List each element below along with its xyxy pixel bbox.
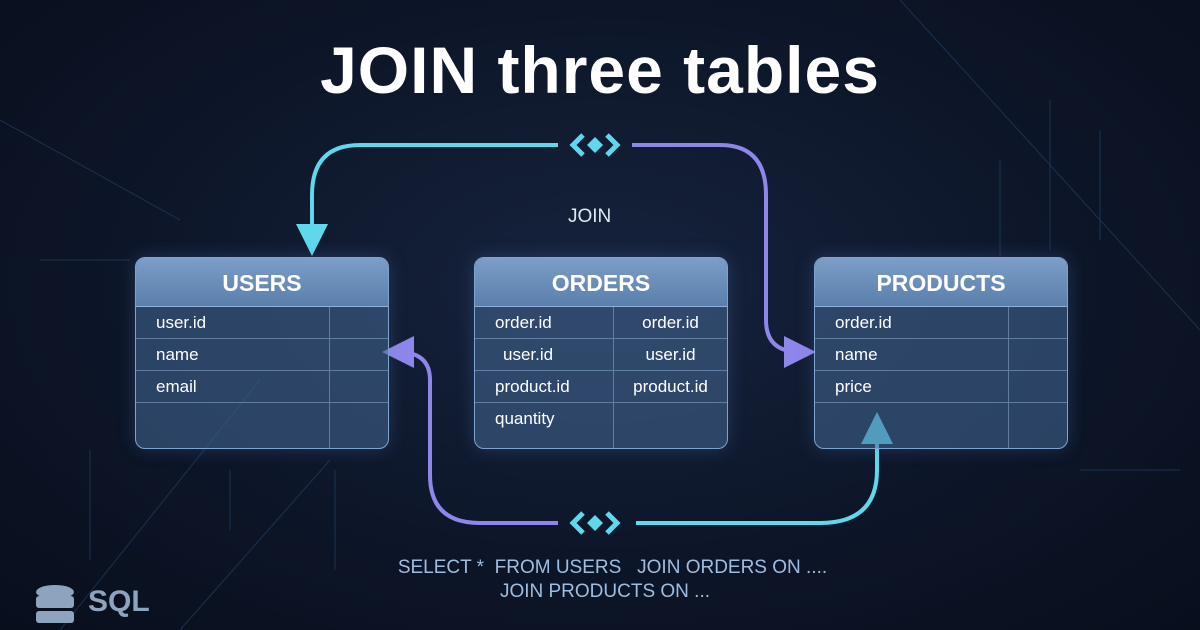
cell	[330, 307, 388, 338]
table-orders: ORDERS order.id order.id user.id user.id p…	[474, 257, 728, 449]
cell: order.id	[815, 307, 1009, 338]
join-diamond-icon-top	[569, 133, 621, 157]
table-header: PRODUCTS	[815, 258, 1067, 307]
cell	[1009, 339, 1067, 370]
cell: user.id	[645, 345, 696, 364]
table-row: order.id	[815, 307, 1067, 339]
cell	[614, 403, 727, 448]
cell: price	[815, 371, 1009, 402]
cell	[815, 403, 1009, 448]
cell	[1009, 403, 1067, 448]
sql-query-line-1: SELECT * FROM USERS JOIN ORDERS ON ....	[397, 557, 828, 578]
cell: product.id	[633, 377, 708, 396]
sql-query-line-2: JOIN PRODUCTS ON ...	[499, 581, 711, 602]
table-row: name	[136, 339, 388, 371]
cell: order.id	[642, 313, 699, 332]
cell: user.id	[136, 307, 330, 338]
table-row: email	[136, 371, 388, 403]
join-label: JOIN	[568, 206, 612, 227]
cell: name	[136, 339, 330, 370]
cell: order.id	[475, 307, 614, 338]
table-row	[815, 403, 1067, 448]
page-title: JOIN three tables	[320, 33, 880, 107]
cell	[1009, 307, 1067, 338]
arrow-bottom-to-products	[636, 412, 893, 525]
table-row: user.id	[136, 307, 388, 339]
cell: quantity	[475, 403, 614, 448]
cell: user.id	[475, 339, 614, 370]
table-header: USERS	[136, 258, 388, 307]
table-row: order.id order.id	[475, 307, 727, 339]
arrow-orders-to-products	[632, 143, 816, 368]
cell: email	[136, 371, 330, 402]
cell: product.id	[475, 371, 614, 402]
table-row	[136, 403, 388, 448]
table-row: user.id user.id	[475, 339, 727, 371]
table-row: quantity	[475, 403, 727, 448]
cell: name	[815, 339, 1009, 370]
table-row: name	[815, 339, 1067, 371]
database-icon	[36, 585, 74, 623]
cell	[1009, 371, 1067, 402]
table-users: USERS user.id name email	[135, 257, 389, 449]
table-header: ORDERS	[475, 258, 727, 307]
cell	[330, 371, 388, 402]
join-diamond-icon-bottom	[569, 511, 621, 535]
table-row: product.id product.id	[475, 371, 727, 403]
cell	[330, 339, 388, 370]
cell	[136, 403, 330, 448]
table-products: PRODUCTS order.id name price	[814, 257, 1068, 449]
sql-logo-text: SQL	[88, 585, 150, 618]
cell	[330, 403, 388, 448]
arrow-bottom-to-users	[382, 336, 558, 525]
table-row: price	[815, 371, 1067, 403]
arrow-orders-to-users-top	[296, 143, 558, 256]
